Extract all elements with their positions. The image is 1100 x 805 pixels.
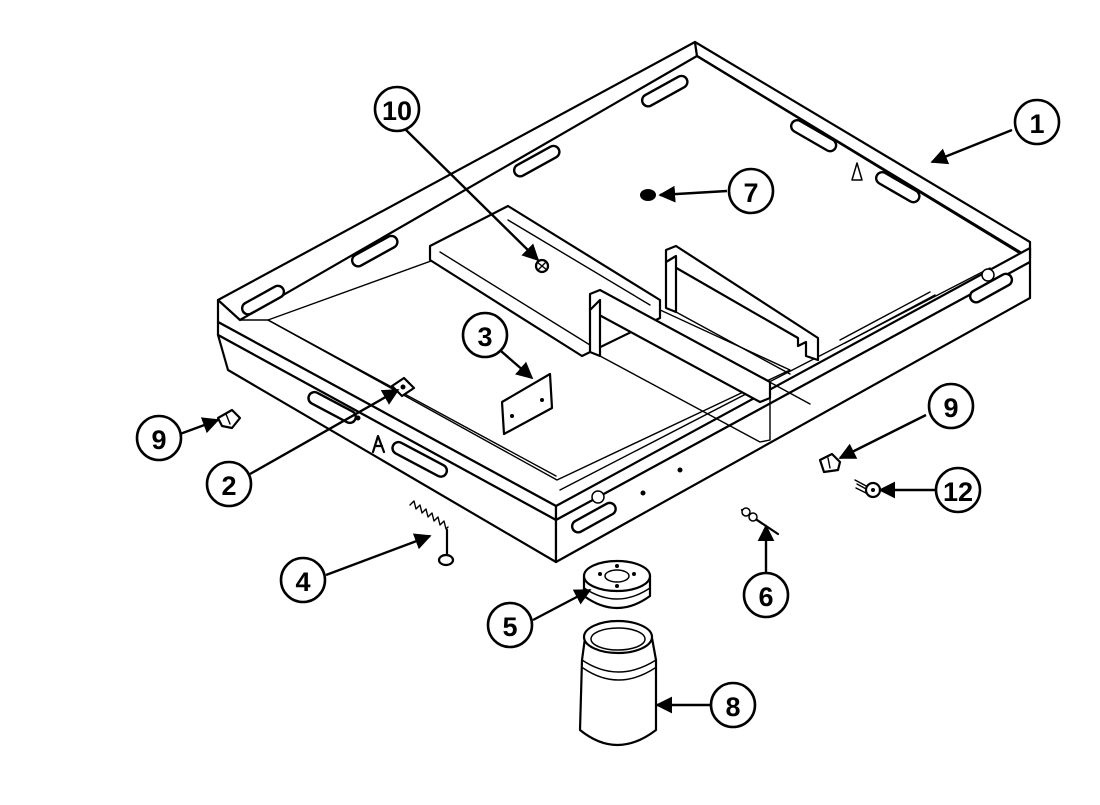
callout-label: 7 — [743, 178, 758, 208]
callout-label: 4 — [295, 567, 310, 597]
callout-8: 8 — [709, 681, 757, 729]
callout-label: 8 — [725, 692, 740, 722]
clip-part-9-right — [818, 452, 842, 474]
callout-1: 1 — [1013, 98, 1061, 146]
pin-part-6 — [740, 507, 780, 536]
spring-bolt-part-4 — [409, 500, 455, 567]
callout-2: 2 — [205, 460, 253, 508]
callout-12: 12 — [934, 466, 982, 514]
callout-label: 9 — [151, 425, 166, 455]
clip-part-9-left — [216, 408, 242, 430]
callout-label: 12 — [943, 477, 973, 507]
callout-label: 9 — [943, 393, 958, 423]
jar-part-8 — [578, 619, 658, 747]
screw-part-12 — [854, 479, 882, 499]
callout-label: 3 — [477, 322, 492, 352]
callout-7: 7 — [727, 167, 775, 215]
screw-part-10 — [534, 258, 550, 274]
callout-6: 6 — [742, 571, 790, 619]
callout-9-right: 9 — [927, 382, 975, 430]
plug-part-7 — [640, 189, 656, 201]
callout-label: 10 — [382, 96, 412, 126]
divider-channels — [428, 204, 820, 443]
callout-9-left: 9 — [135, 414, 183, 462]
callout-label: 5 — [502, 612, 517, 642]
plate-part-3 — [500, 372, 554, 436]
jar-lid-part-5 — [582, 559, 652, 609]
clip-nut-part-2 — [390, 376, 416, 398]
callout-4: 4 — [279, 556, 327, 604]
callout-label: 6 — [758, 582, 773, 612]
callout-label: 1 — [1029, 109, 1044, 139]
callout-5: 5 — [486, 601, 534, 649]
callout-label: 2 — [221, 471, 236, 501]
callout-3: 3 — [461, 311, 509, 359]
callout-10: 10 — [373, 85, 421, 133]
leader-lines — [179, 128, 1013, 714]
